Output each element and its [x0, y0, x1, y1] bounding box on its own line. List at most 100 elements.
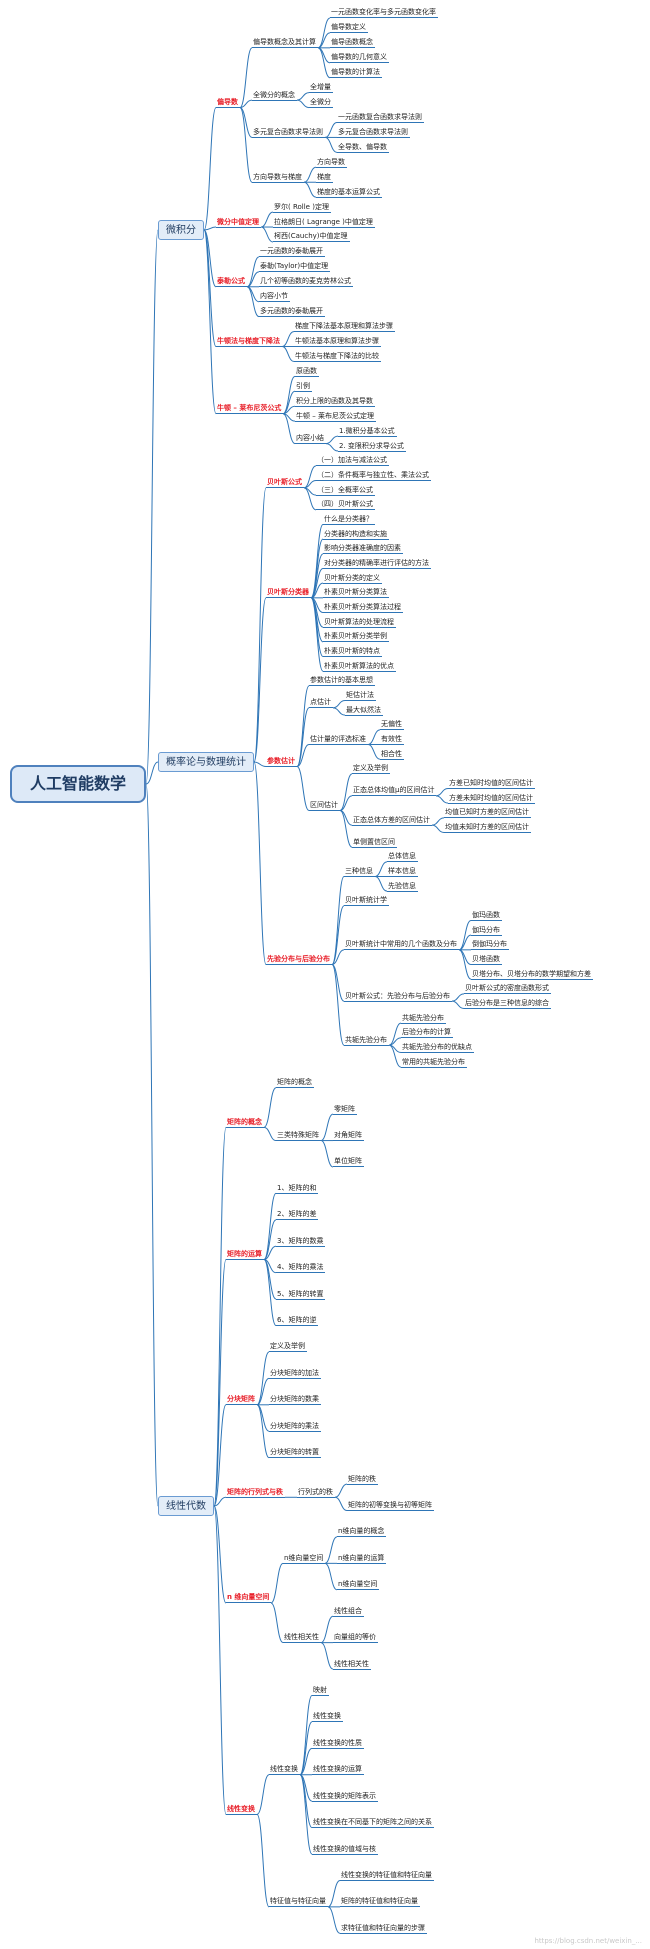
topic-node: 一元函数变化率与多元函数变化率 — [330, 8, 438, 19]
topic-node: 正态总体均值μ的区间估计 — [352, 786, 437, 797]
topic-node: 线性组合 — [333, 1606, 364, 1617]
connector-line — [282, 375, 296, 415]
section-node: n 维向量空间 — [226, 1593, 272, 1604]
topic-node: 牛顿法与梯度下降法的比较 — [294, 351, 381, 362]
topic-node: 矩阵的特征值和特征向量 — [340, 1897, 420, 1908]
topic-node: 矩阵的初等变换与初等矩阵 — [347, 1501, 434, 1511]
section-node: 牛顿 – 莱布尼茨公式 — [216, 404, 284, 415]
topic-node: 对角矩阵 — [333, 1131, 364, 1142]
section-node: 矩阵的概念 — [226, 1117, 264, 1128]
connector-line — [325, 435, 339, 445]
topic-node: 最大似然法 — [345, 705, 383, 716]
section-node: 参数估计 — [266, 757, 297, 767]
topic-node: 方差已知时均值的区间估计 — [448, 779, 535, 789]
topic-node: 影响分类器准确度的因素 — [323, 544, 403, 555]
connector-line — [145, 783, 159, 1507]
connector-line — [324, 122, 338, 138]
connector-line — [374, 861, 388, 877]
topic-node: 多元复合函数求导法则 — [252, 127, 325, 138]
connector-line — [324, 136, 338, 153]
topic-node: 贝叶斯统计中常用的几个函数及分布 — [344, 940, 459, 951]
connector-line — [367, 744, 381, 760]
connector-line — [325, 443, 339, 452]
connector-line — [451, 1000, 465, 1009]
topic-node: 什么是分类器？ — [323, 515, 375, 525]
connector-line — [324, 1536, 338, 1564]
topic-node: 先验信息 — [387, 881, 418, 892]
topic-node: 朴素贝叶斯分类算法过程 — [323, 603, 403, 613]
connector-line — [282, 413, 296, 445]
topic-node: 线性变换的运算 — [312, 1765, 364, 1776]
connector-line — [239, 47, 253, 109]
connector-line — [270, 1602, 284, 1644]
topic-node: 向量组的等价 — [333, 1633, 378, 1644]
connector-line — [299, 1747, 313, 1776]
topic-node: 均值未知时方差的区间估计 — [444, 823, 531, 833]
topic-node: 后验分布的计算 — [401, 1028, 453, 1039]
connector-line — [339, 810, 353, 848]
topic-node: 线性相关性 — [333, 1659, 371, 1670]
connector-line — [303, 166, 317, 183]
topic-node: 1.微积分基本公式 — [338, 426, 397, 437]
watermark: https://blog.csdn.net/weixin_... — [534, 1937, 642, 1945]
branch-node: 线性代数 — [158, 1496, 214, 1516]
connector-line — [281, 331, 295, 347]
topic-node: 线性变换的特征值和特征向量 — [340, 1870, 434, 1881]
topic-node: 偏导函数概念 — [330, 38, 375, 49]
connector-line — [331, 949, 345, 965]
topic-node: 分块矩阵的加法 — [269, 1368, 321, 1379]
topic-node: 多元函数的泰勒展开 — [259, 307, 325, 318]
topic-node: （四）贝叶斯公式 — [316, 500, 375, 511]
connector-line — [263, 1126, 277, 1142]
topic-node: 朴素贝叶斯分类算法 — [323, 588, 389, 599]
connector-line — [332, 700, 346, 709]
topic-node: 6、矩阵的逆 — [276, 1316, 319, 1327]
topic-node: 牛顿法基本原理和算法步骤 — [294, 337, 381, 347]
topic-node: 伽玛分布 — [471, 925, 502, 936]
topic-node: 朴素贝叶斯的特点 — [323, 647, 382, 657]
connector-line — [435, 795, 449, 804]
topic-node: 泰勒(Taylor)中值定理 — [259, 262, 331, 273]
connector-line — [145, 761, 159, 785]
connector-line — [260, 226, 274, 243]
topic-node: 梯度 — [316, 172, 333, 183]
section-node: 矩阵的行列式与秩 — [226, 1487, 285, 1498]
topic-node: 贝叶斯统计学 — [344, 896, 389, 907]
topic-node: 方差未知时均值的区间估计 — [448, 793, 535, 804]
connector-line — [331, 964, 345, 1002]
topic-node: 引例 — [295, 381, 312, 392]
connector-line — [145, 229, 159, 785]
topic-node: 牛顿 – 莱布尼茨公式定理 — [295, 411, 376, 422]
topic-node: 偏导数的几何意义 — [330, 53, 389, 64]
topic-node: 全微分的概念 — [252, 90, 297, 101]
connector-line — [327, 1906, 341, 1934]
topic-node: 分块矩阵的数乘 — [269, 1395, 321, 1406]
section-node: 贝叶斯分类器 — [266, 588, 311, 599]
branch-node: 概率论与数理统计 — [158, 752, 254, 772]
topic-node: （三）全概率公式 — [316, 485, 375, 496]
topic-node: 有效性 — [380, 735, 404, 745]
topic-node: 常用的共轭先验分布 — [401, 1057, 467, 1068]
topic-node: 一元函数的泰勒展开 — [259, 247, 325, 258]
topic-node: 梯度下降法基本原理和算法步骤 — [294, 322, 395, 333]
topic-node: 线性变换的值域与核 — [312, 1844, 378, 1855]
topic-node: 全增量 — [309, 83, 333, 94]
connector-line — [299, 1774, 313, 1855]
connector-line — [263, 1258, 277, 1327]
connector-line — [431, 824, 445, 833]
topic-node: 映射 — [312, 1685, 329, 1696]
connector-line — [296, 707, 310, 767]
topic-node: 线性变换的性质 — [312, 1738, 364, 1749]
connector-line — [253, 487, 267, 763]
connector-line — [203, 229, 217, 415]
topic-node: 单侧置信区间 — [352, 837, 397, 848]
topic-node: 点估计 — [309, 698, 333, 709]
connector-line — [296, 92, 310, 101]
connector-line — [320, 1140, 334, 1168]
connector-line — [256, 1813, 270, 1908]
topic-node: 罗尔( Rolle )定理 — [273, 202, 331, 213]
connector-line — [263, 1192, 277, 1260]
connector-line — [331, 964, 345, 1046]
topic-node: 伽玛函数 — [471, 911, 502, 921]
